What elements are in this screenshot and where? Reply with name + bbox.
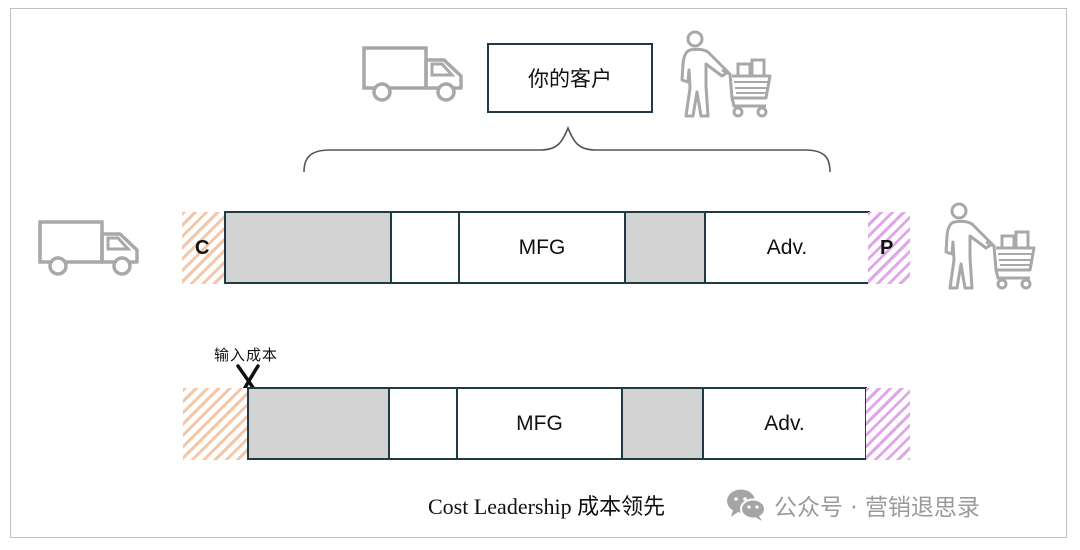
chain-segment (249, 389, 390, 458)
diagram-caption: Cost Leadership 成本领先 (428, 494, 666, 519)
input-cost-annotation: 输入成本 (214, 346, 279, 364)
chain-segment (390, 389, 458, 458)
value-chain-top: MFG Adv. (224, 211, 870, 284)
chain-segment (392, 213, 460, 282)
watermark-text: 公众号 · 营销退思录 (774, 495, 980, 521)
customer-box: 你的客户 (487, 43, 653, 113)
wechat-icon (727, 489, 766, 521)
chain-segment-mfg: MFG (458, 389, 623, 458)
chain-segment-mfg: MFG (460, 213, 626, 282)
chain-segment (623, 389, 704, 458)
value-chain-bottom: MFG Adv. (247, 387, 867, 460)
shopper-cart-icon (680, 30, 772, 118)
chain-segment (226, 213, 392, 282)
supplier-label: C (195, 237, 210, 259)
supplier-power-zone (182, 212, 226, 284)
diagram-frame (10, 8, 1067, 538)
buyer-label: P (880, 237, 894, 259)
supplier-power-zone (183, 388, 249, 460)
truck-icon (38, 220, 139, 276)
truck-icon (362, 46, 463, 102)
chain-segment-adv: Adv. (704, 389, 865, 458)
chain-segment (626, 213, 706, 282)
brace-icon (303, 125, 831, 173)
buyer-power-zone (866, 388, 910, 460)
shopper-cart-icon (944, 202, 1036, 290)
watermark: 公众号 · 营销退思录 (726, 488, 980, 522)
chain-segment-adv: Adv. (706, 213, 868, 282)
buyer-power-zone (868, 212, 910, 284)
